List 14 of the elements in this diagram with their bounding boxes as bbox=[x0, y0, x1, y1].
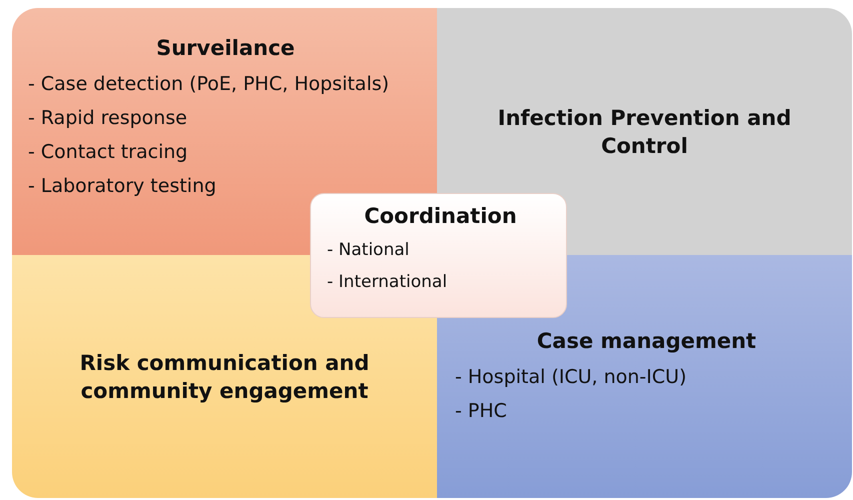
bullet-item: - Rapid response bbox=[28, 106, 188, 130]
panel-heading: Case management bbox=[536, 328, 758, 355]
bullet-item: - Laboratory testing bbox=[28, 174, 218, 198]
panel-heading: Surveilance bbox=[155, 35, 296, 62]
bullet-item: - PHC bbox=[455, 399, 508, 423]
bullet-item: - International bbox=[327, 271, 448, 294]
panel-heading: Risk communication and community engagement bbox=[78, 350, 370, 404]
center-box bbox=[310, 193, 567, 318]
bullet-item: - Case detection (PoE, PHC, Hopsitals) bbox=[28, 72, 390, 96]
panel-heading: Infection Prevention and Control bbox=[496, 104, 792, 160]
bullet-item: - National bbox=[327, 239, 410, 262]
panel-heading: Coordination bbox=[363, 203, 518, 230]
bullet-item: - Contact tracing bbox=[28, 140, 189, 164]
bullet-item: - Hospital (ICU, non-ICU) bbox=[455, 365, 688, 389]
